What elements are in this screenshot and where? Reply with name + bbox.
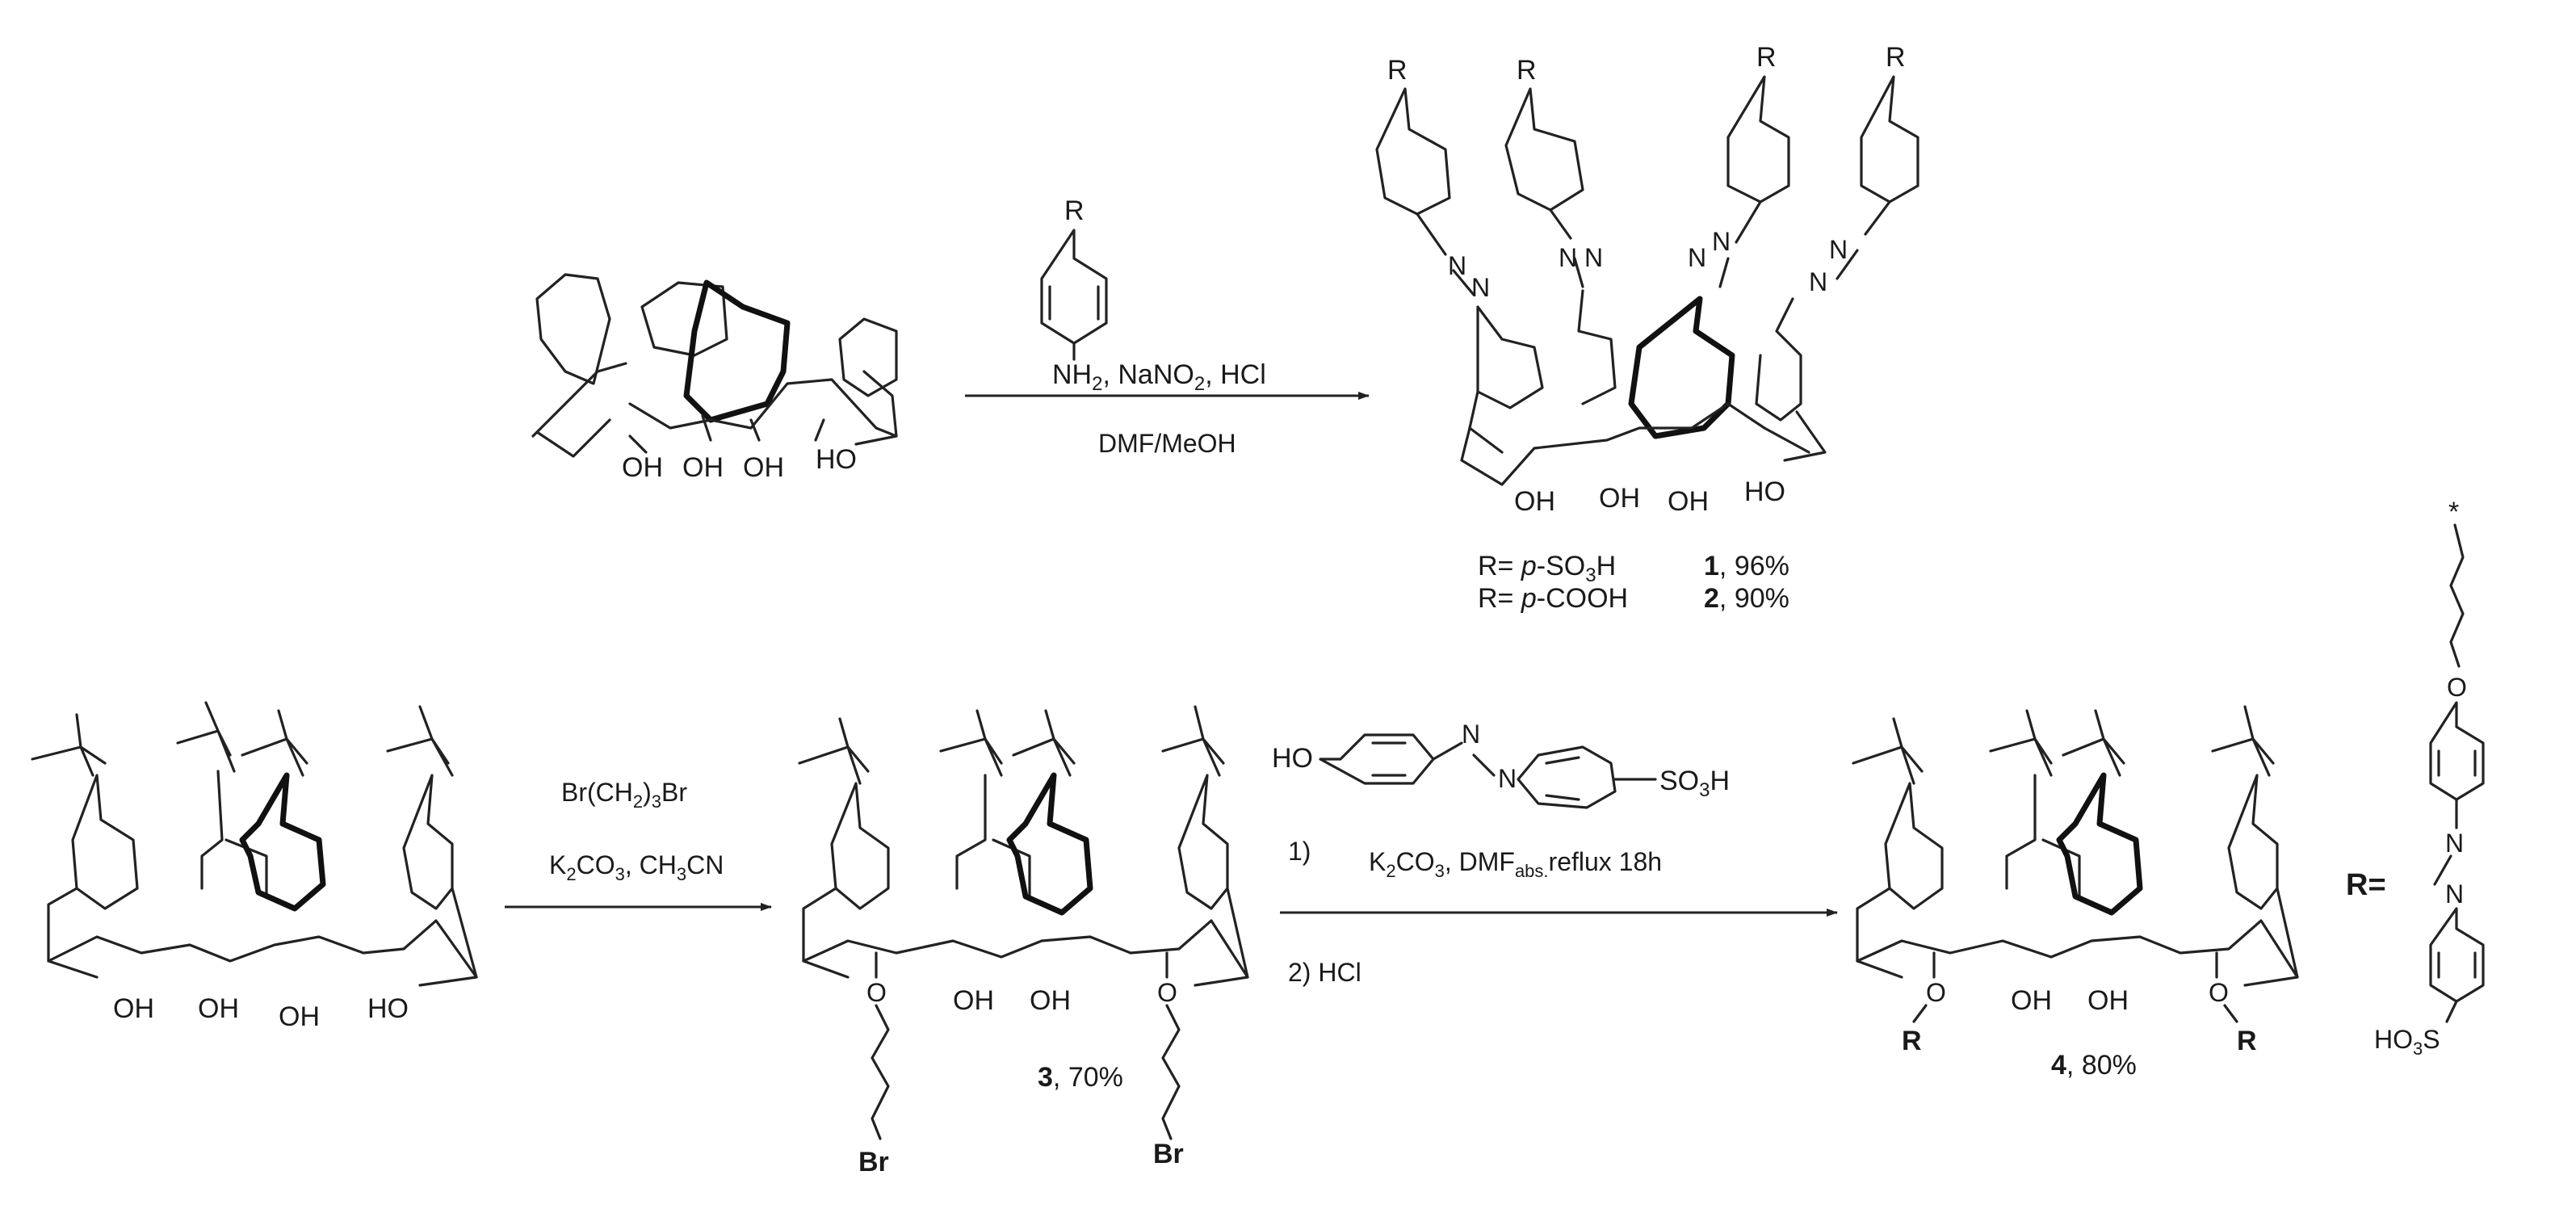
- azo-n-label: N: [2445, 879, 2464, 909]
- ho-label: HO: [816, 444, 857, 475]
- amine-label: NH: [1052, 359, 1092, 390]
- azo-n-label: N: [1584, 243, 1603, 272]
- oh-label: OH: [1030, 985, 1071, 1016]
- oh-label: OH: [682, 452, 724, 483]
- br-label: Br: [858, 1147, 889, 1177]
- r-label: R: [1387, 55, 1408, 86]
- o-label: O: [1926, 978, 1946, 1007]
- azo-n-label: N: [1829, 235, 1848, 264]
- oh-label: OH: [953, 985, 994, 1016]
- compound-number: 3: [1038, 1062, 1053, 1093]
- attachment-star: *: [2448, 497, 2459, 527]
- legend-row-1: R= p-SO3H: [1478, 551, 1616, 586]
- oh-label: OH: [2011, 985, 2052, 1016]
- svg-text:2, 90%: 2, 90%: [1704, 583, 1789, 614]
- calixarene-start-1: OH OH OH HO: [531, 273, 898, 483]
- r-definition-label: R=: [2346, 868, 2386, 902]
- azo-n-label: N: [1688, 243, 1706, 272]
- azo-n-label: N: [1462, 720, 1480, 749]
- r-label: R: [2237, 1026, 2257, 1056]
- o-label: O: [2209, 978, 2229, 1007]
- step-1-conditions: K2CO3, DMFabs.reflux 18h: [1369, 847, 1662, 881]
- svg-text:NH2, NaNO2, HCl: NH2, NaNO2, HCl: [1052, 359, 1266, 395]
- azo-n-label: N: [1559, 243, 1577, 272]
- o-label: O: [2447, 673, 2467, 702]
- sulfonate-label: HO3S: [2374, 1025, 2440, 1059]
- r-group-legend: R= p-SO3H 1, 96% R= p-COOH 2, 90%: [1478, 551, 1789, 614]
- ho-label: HO: [1272, 743, 1313, 774]
- azo-n-label: N: [1448, 251, 1466, 280]
- svg-text:1, 96%: 1, 96%: [1704, 551, 1789, 581]
- r-group-definition: R= * O N N HO3S: [2346, 497, 2485, 1059]
- solvent-label: DMF/MeOH: [1098, 429, 1236, 458]
- sulfonic-acid-label: SO3H: [1659, 766, 1730, 801]
- azo-n-label: N: [2445, 829, 2464, 858]
- o-label: O: [1157, 978, 1177, 1007]
- oh-label: OH: [2087, 985, 2129, 1016]
- r-label: R: [1902, 1026, 1922, 1056]
- r-label: R: [1886, 42, 1906, 73]
- oh-label: OH: [279, 1001, 320, 1032]
- azo-n-label: N: [1809, 267, 1827, 296]
- oh-label: OH: [198, 993, 239, 1024]
- tbutyl-calixarene-start: OH OH OH HO: [31, 701, 478, 1032]
- oh-label: OH: [1668, 486, 1709, 517]
- oh-label: OH: [1599, 483, 1640, 514]
- azo-n-label: N: [1712, 227, 1731, 256]
- svg-text:3, 70%: 3, 70%: [1038, 1062, 1123, 1093]
- reagent-base-solvent: K2CO3, CH3CN: [549, 850, 724, 884]
- azo-n-label: N: [1471, 273, 1490, 302]
- ho-label: HO: [367, 993, 409, 1024]
- r-label: R: [1517, 55, 1537, 86]
- reagent-dibromopropane: Br(CH2)3Br: [561, 778, 687, 812]
- svg-text:4, 80%: 4, 80%: [2051, 1050, 2137, 1081]
- step-1-label: 1): [1288, 837, 1311, 866]
- compound-number: 2: [1704, 583, 1719, 614]
- oh-label: OH: [743, 452, 784, 483]
- o-label: O: [866, 978, 887, 1007]
- legend-row-2: R= p-COOH: [1478, 583, 1628, 614]
- oh-label: OH: [1514, 486, 1555, 517]
- compound-number: 1: [1704, 551, 1719, 581]
- step-2-label: 2) HCl: [1288, 958, 1361, 987]
- azo-n-label: N: [1498, 764, 1517, 793]
- oh-label: OH: [622, 452, 663, 483]
- ho-label: HO: [1744, 476, 1785, 507]
- aniline-reagent: R NH2, NaNO2, HCl: [1040, 195, 1266, 395]
- azo-phenol-reagent: HO N N SO3H: [1272, 720, 1730, 809]
- azo-calixarene-product: R R R R N N N N N N N N OH OH OH HO: [1375, 42, 1919, 517]
- oh-label: OH: [113, 993, 154, 1024]
- compound-3-structure: O O Br Br OH OH 3, 70%: [798, 705, 1249, 1177]
- compound-4-structure: O O R R OH OH 4, 80%: [1852, 705, 2299, 1081]
- r-label: R: [1064, 195, 1085, 226]
- br-label: Br: [1153, 1139, 1184, 1169]
- compound-number: 4: [2051, 1050, 2066, 1081]
- r-label: R: [1756, 42, 1777, 73]
